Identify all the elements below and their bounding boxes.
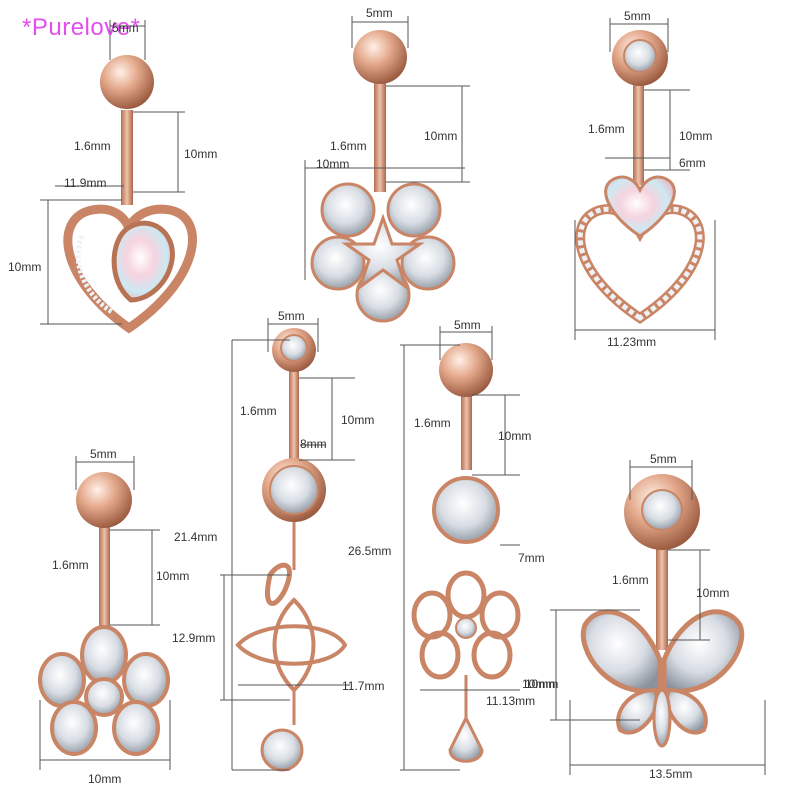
- dim-label: 1.6mm: [74, 139, 111, 153]
- dim-label: 11.9mm: [64, 176, 107, 190]
- dim-label: 26.5mm: [348, 544, 392, 558]
- dim-label: 11.13mm: [486, 694, 536, 708]
- dim-label: 10mm: [525, 677, 559, 691]
- dim-label: 1.6mm: [612, 573, 649, 587]
- dim-label: 5mm: [624, 9, 651, 23]
- dim-label: 10mm: [8, 260, 42, 274]
- dim-label: 5mm: [278, 309, 305, 323]
- dim-label: 10mm: [341, 413, 375, 427]
- dim-label: 1.6mm: [52, 558, 89, 572]
- dim-label: 10mm: [696, 586, 730, 600]
- opal-heart-crystal: [575, 30, 705, 324]
- pave-flower: [38, 472, 170, 756]
- dim-label: 21.4mm: [174, 530, 218, 544]
- dim-label: 10mm: [679, 129, 713, 143]
- dim-label: 11.23mm: [607, 335, 657, 349]
- dim-label: 10mm: [184, 147, 218, 161]
- dimension-lines: [39, 16, 766, 775]
- dim-label: 11.7mm: [342, 679, 385, 693]
- dim-label: 10mm: [156, 569, 190, 583]
- dim-label: 5mm: [650, 452, 677, 466]
- dim-label: 10mm: [88, 772, 122, 786]
- dim-label: 5mm: [366, 6, 393, 20]
- dim-label: 1.6mm: [330, 139, 367, 153]
- crystal-butterfly: [580, 474, 745, 748]
- watermark: *Purelove*: [22, 14, 141, 41]
- dim-label: 10mm: [498, 429, 532, 443]
- star-flower-crystal: [310, 30, 456, 323]
- dim-label: 7mm: [518, 551, 545, 565]
- heart-opal-ring: [63, 55, 197, 334]
- dim-label: 5mm: [112, 21, 139, 35]
- dim-label: 5mm: [454, 318, 481, 332]
- dim-label: 13.5mm: [649, 767, 693, 781]
- dim-label: 10mm: [522, 677, 556, 691]
- dim-label: 10mm: [424, 129, 458, 143]
- dim-label: 10mm: [316, 157, 350, 171]
- dim-label: 1.6mm: [414, 416, 451, 430]
- flower-dangle-crystal: [411, 343, 521, 763]
- dim-label: 12.9mm: [172, 631, 216, 645]
- dim-label: 5mm: [90, 447, 117, 461]
- dim-label: 6mm: [679, 156, 706, 170]
- dim-label: 1.6mm: [588, 122, 625, 136]
- dim-label: 1.6mm: [240, 404, 277, 418]
- dim-label: 8mm: [300, 437, 327, 451]
- leaf-dangle-crystal: [235, 328, 348, 772]
